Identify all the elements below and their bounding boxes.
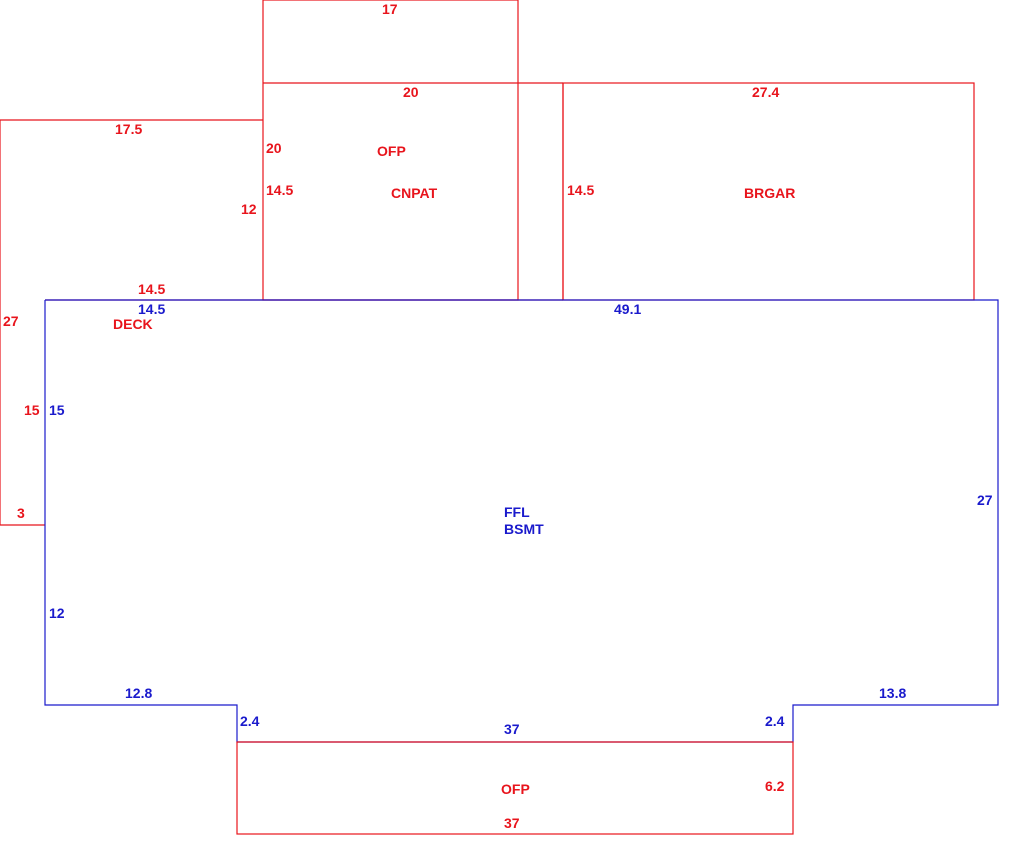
main-dim-left-lower: 12: [49, 605, 65, 621]
main-dim-deck-edge: 14.5: [138, 301, 165, 317]
deck-dim-inner: 15: [24, 402, 40, 418]
main-dim-step-right: 2.4: [765, 713, 785, 729]
deck-outline: [0, 119, 263, 526]
main-dim-left-upper: 15: [49, 402, 65, 418]
ofp-top-dim-width: 20: [403, 84, 419, 100]
deck-dim-bottom: 14.5: [138, 281, 165, 297]
ofp-bottom-dim-right: 6.2: [765, 778, 785, 794]
ofp-bottom-outline: [236, 741, 794, 835]
main-dim-right: 27: [977, 492, 993, 508]
ofp-top-code: OFP: [377, 143, 406, 159]
deck-dim-right: 12: [241, 201, 257, 217]
ofp-top-dim-top: 17: [382, 1, 398, 17]
main-dim-step-left: 2.4: [240, 713, 260, 729]
main-code-line1: FFL: [504, 504, 530, 520]
main-dim-bottom-left: 12.8: [125, 685, 152, 701]
cnpat-dim-left: 14.5: [266, 182, 293, 198]
brgar-code: BRGAR: [744, 185, 795, 201]
main-dim-top: 49.1: [614, 301, 641, 317]
ofp-top-dim-left: 20: [266, 140, 282, 156]
cnpat-code: CNPAT: [391, 185, 438, 201]
main-dim-bottom-right: 13.8: [879, 685, 906, 701]
main-code-line2: BSMT: [504, 521, 544, 537]
ofp-bottom-dim-bottom: 37: [504, 815, 520, 831]
brgar-dim-top: 27.4: [752, 84, 779, 100]
deck-code: DECK: [113, 316, 153, 332]
deck-dim-left: 27: [3, 313, 19, 329]
deck-dim-step: 3: [17, 505, 25, 521]
main-dim-bottom: 37: [504, 721, 520, 737]
ofp-bottom-code: OFP: [501, 781, 530, 797]
brgar-dim-left: 14.5: [567, 182, 594, 198]
deck-dim-top: 17.5: [115, 121, 142, 137]
